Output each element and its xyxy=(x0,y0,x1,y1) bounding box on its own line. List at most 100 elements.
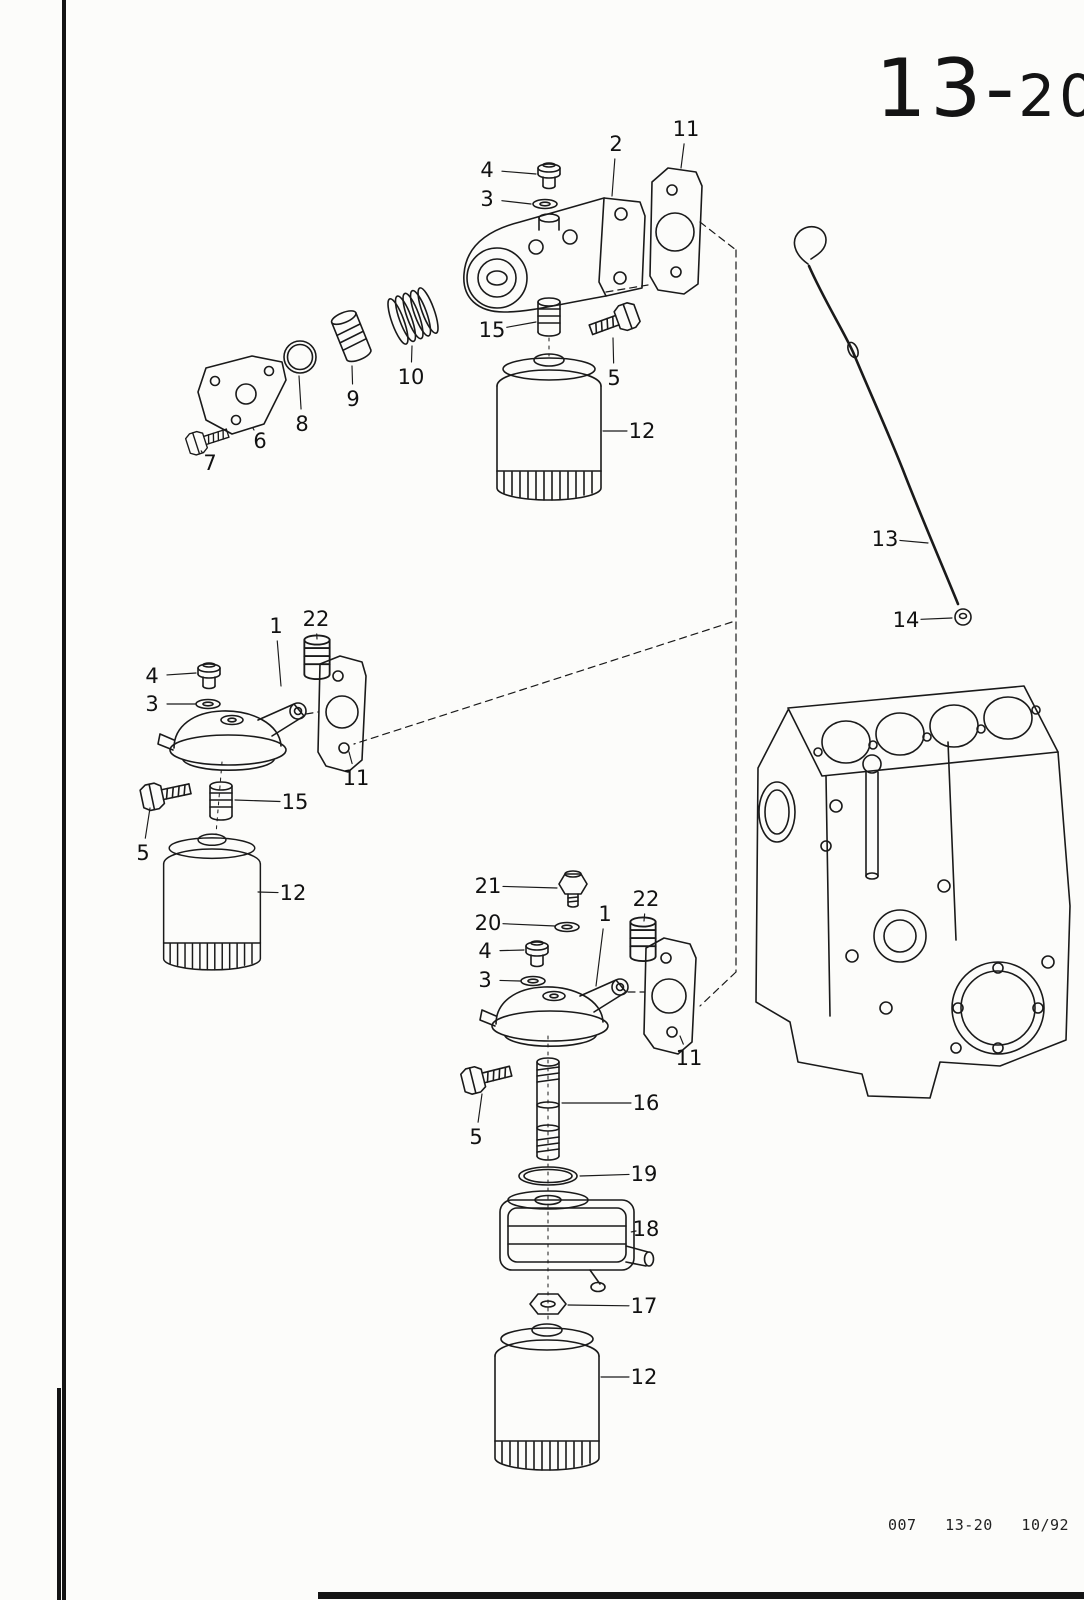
callout-21: 21 xyxy=(475,874,502,898)
bottom-border-line xyxy=(318,1592,1084,1599)
callout-leader-5 xyxy=(477,1093,483,1123)
oil-filter-bottom xyxy=(494,1323,600,1471)
relief-valve-top xyxy=(537,297,561,337)
callout-leader-4 xyxy=(499,949,525,952)
spring-large xyxy=(387,287,439,345)
callout-leader-20 xyxy=(502,923,556,927)
callout-18: 18 xyxy=(633,1217,660,1241)
callout-leader-7 xyxy=(200,450,203,453)
callout-4: 4 xyxy=(478,939,491,963)
callout-leader-18 xyxy=(630,1230,637,1233)
callout-11: 11 xyxy=(676,1046,703,1070)
callout-22: 22 xyxy=(633,887,660,911)
o-ring-8 xyxy=(283,340,317,374)
callout-17: 17 xyxy=(631,1294,658,1318)
seal-ring-20 xyxy=(554,921,580,933)
callout-12: 12 xyxy=(629,419,656,443)
callout-12: 12 xyxy=(631,1365,658,1389)
callout-leader-22 xyxy=(643,913,646,922)
relief-valve-middle xyxy=(209,781,233,821)
callout-3: 3 xyxy=(478,968,491,992)
oil-filter-top xyxy=(496,353,602,501)
callout-leader-10 xyxy=(410,345,413,363)
callout-leader-11 xyxy=(680,143,685,169)
hex-nut-17 xyxy=(529,1293,567,1315)
cooler-stud xyxy=(536,1057,560,1161)
callout-14: 14 xyxy=(893,608,920,632)
oil-pressure-sensor xyxy=(558,870,588,908)
dipstick xyxy=(793,225,960,606)
callout-4: 4 xyxy=(480,158,493,182)
callout-5: 5 xyxy=(607,366,620,390)
callout-22: 22 xyxy=(303,607,330,631)
filter-flange-top xyxy=(463,197,646,313)
dipstick-end-cap xyxy=(954,608,972,626)
left-border-line-thick xyxy=(57,1388,61,1600)
page-number: 13-20 xyxy=(876,42,1084,135)
callout-leader-3 xyxy=(501,200,532,205)
plug-middle xyxy=(197,662,221,690)
footer-code: 007 13-20 10/92 xyxy=(888,1516,1070,1534)
left-border-line xyxy=(62,0,66,1600)
callout-leader-4 xyxy=(501,170,537,175)
callout-leader-3 xyxy=(499,979,521,982)
callout-11: 11 xyxy=(673,117,700,141)
callout-20: 20 xyxy=(475,911,502,935)
callout-leader-1 xyxy=(276,640,282,687)
gasket-middle xyxy=(317,655,367,773)
callout-10: 10 xyxy=(398,365,425,389)
callout-leader-11 xyxy=(679,1035,684,1045)
callout-5: 5 xyxy=(136,841,149,865)
cover-plate xyxy=(197,355,287,435)
callout-leader-1 xyxy=(595,928,604,987)
bolt-bottom xyxy=(459,1057,515,1097)
callout-9: 9 xyxy=(346,387,359,411)
callout-leader-4 xyxy=(166,672,197,676)
callout-15: 15 xyxy=(479,318,506,342)
page-number-main: 13- xyxy=(875,42,1019,135)
callout-4: 4 xyxy=(145,664,158,688)
callout-leader-15 xyxy=(506,321,537,328)
bypass-piston xyxy=(330,310,372,363)
callout-6: 6 xyxy=(253,429,266,453)
callout-leader-14 xyxy=(920,617,953,620)
callout-1: 1 xyxy=(269,614,282,638)
callout-leader-17 xyxy=(567,1304,630,1307)
gasket-bottom xyxy=(643,937,697,1055)
washer-bottom xyxy=(520,975,546,987)
callout-leader-19 xyxy=(579,1173,630,1177)
washer-middle xyxy=(195,698,221,710)
callout-leader-21 xyxy=(502,885,558,889)
callout-leader-12 xyxy=(257,891,279,894)
callout-1: 1 xyxy=(598,902,611,926)
page-number-sub: 20 xyxy=(1018,62,1084,130)
gasket-top xyxy=(649,167,703,295)
callout-leader-15 xyxy=(234,799,281,803)
bolt-middle xyxy=(138,775,194,813)
callout-leader-9 xyxy=(351,365,354,385)
filter-flange-middle xyxy=(157,702,307,772)
callout-15: 15 xyxy=(282,790,309,814)
callout-leader-8 xyxy=(298,375,302,410)
o-ring-19 xyxy=(518,1166,578,1186)
callout-5: 5 xyxy=(469,1125,482,1149)
callout-3: 3 xyxy=(480,187,493,211)
callout-leader-6 xyxy=(252,427,255,431)
callout-8: 8 xyxy=(295,412,308,436)
callout-19: 19 xyxy=(631,1162,658,1186)
callout-2: 2 xyxy=(609,132,622,156)
valve-22-middle xyxy=(303,634,331,681)
callout-11: 11 xyxy=(343,766,370,790)
callout-16: 16 xyxy=(633,1091,660,1115)
engine-block xyxy=(755,685,1071,1099)
valve-22-bottom xyxy=(629,916,657,963)
dashed-reference-lines xyxy=(215,221,737,1325)
callout-leader-5 xyxy=(144,807,151,839)
plug-bottom xyxy=(525,940,549,968)
plug-top xyxy=(537,162,561,190)
callout-13: 13 xyxy=(872,527,899,551)
callout-leader-11 xyxy=(348,751,353,765)
washer-top xyxy=(532,198,558,210)
